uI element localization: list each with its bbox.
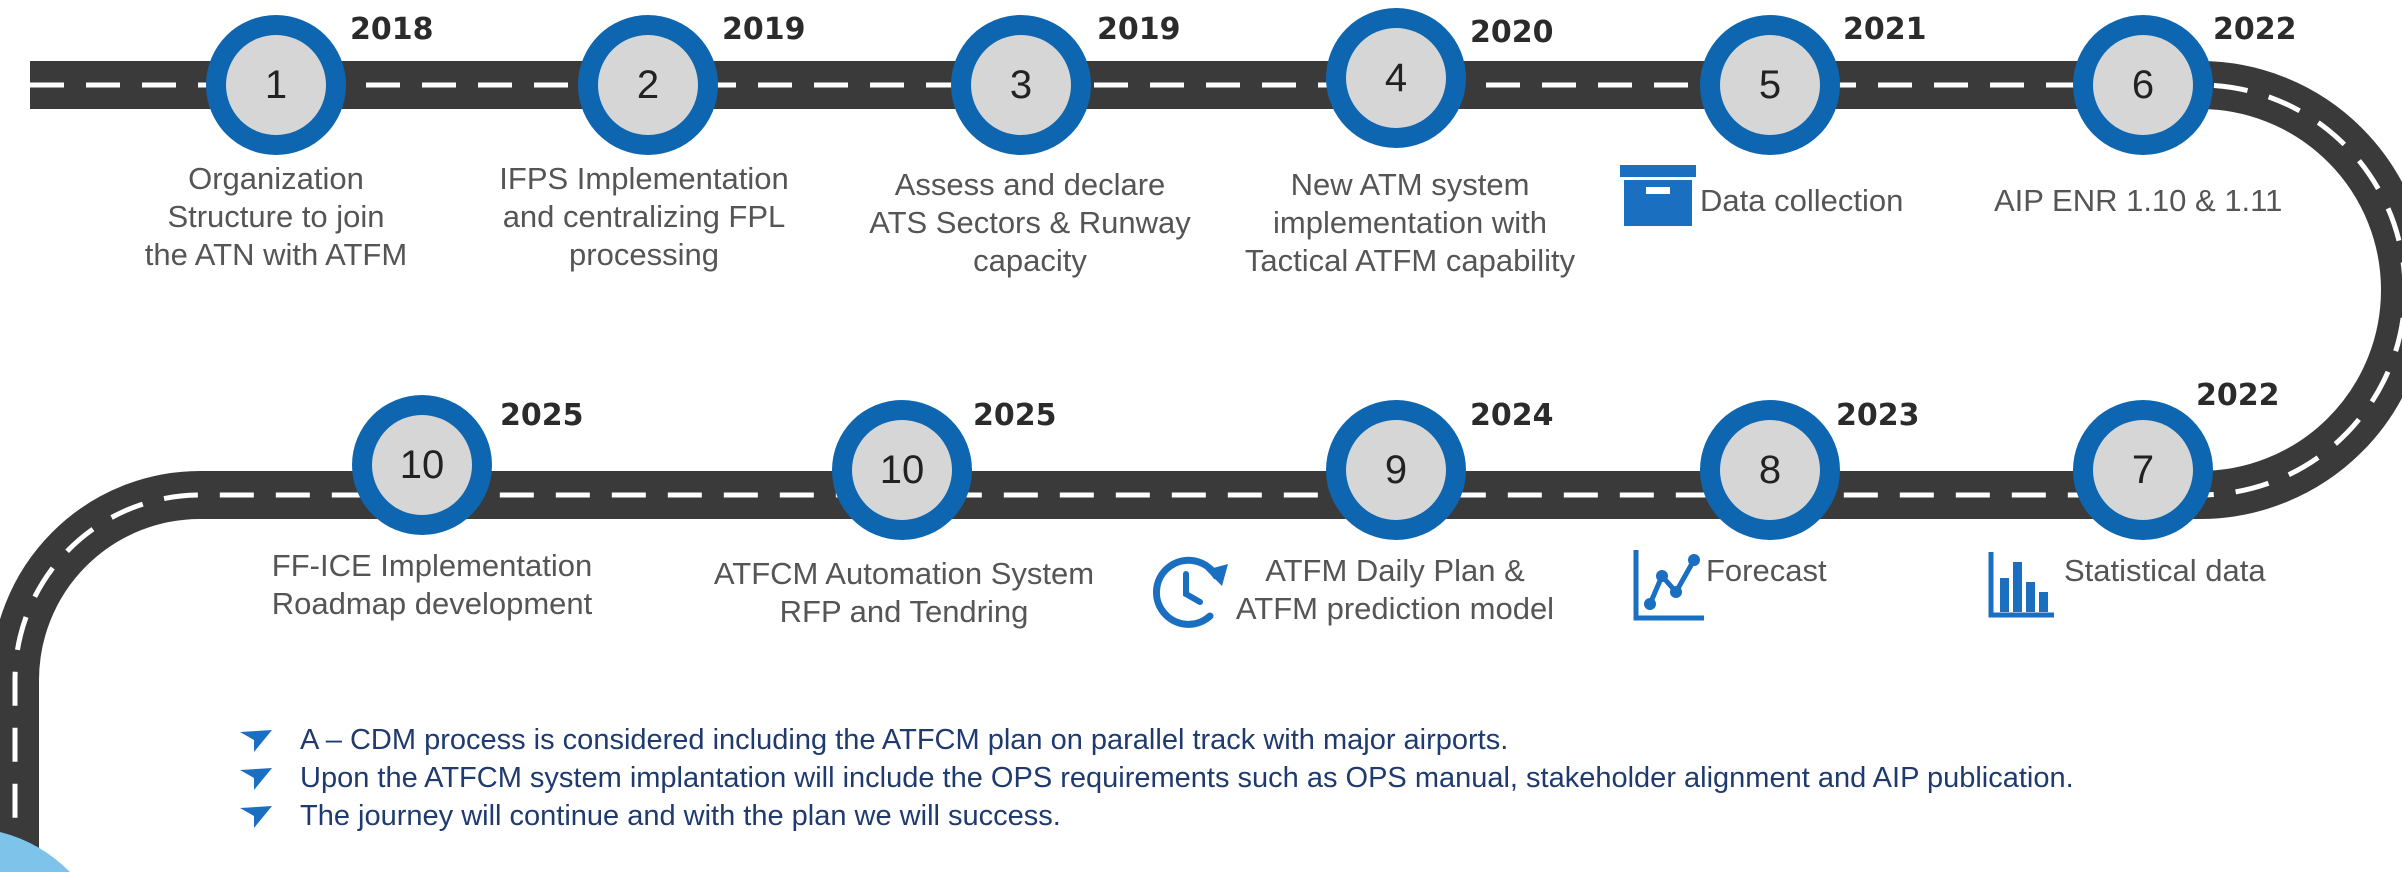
milestone-year: 2019 bbox=[722, 12, 806, 47]
arrow-bullet-icon bbox=[240, 806, 272, 828]
milestone-2-label: IFPS Implementation and centralizing FPL… bbox=[499, 161, 789, 272]
corner-swoosh bbox=[0, 832, 70, 872]
milestone-year: 2025 bbox=[973, 398, 1057, 433]
milestone-10b-circle: 10 bbox=[352, 395, 492, 535]
milestone-1-label: Organization Structure to join the ATN w… bbox=[144, 161, 408, 272]
milestone-9-circle: 9 bbox=[1326, 400, 1466, 540]
bar-chart-icon bbox=[1988, 552, 2054, 618]
milestone-4-label: New ATM system implementation with Tacti… bbox=[1244, 167, 1576, 278]
trend-line-icon bbox=[1633, 550, 1704, 621]
milestone-8-label: Forecast bbox=[1706, 553, 1827, 588]
milestone-9-label: ATFM Daily Plan & ATFM prediction model bbox=[1235, 553, 1555, 626]
milestone-2-circle: 2 bbox=[578, 15, 718, 155]
milestone-year: 2018 bbox=[350, 12, 434, 47]
milestone-number: 8 bbox=[1720, 420, 1820, 520]
milestone-number: 1 bbox=[226, 35, 326, 135]
milestone-7-circle: 7 bbox=[2073, 400, 2213, 540]
milestone-number: 9 bbox=[1346, 420, 1446, 520]
milestone-6-label: AIP ENR 1.10 & 1.11 bbox=[1994, 183, 2283, 218]
arrow-bullet-icon bbox=[240, 768, 272, 790]
milestone-number: 3 bbox=[971, 35, 1071, 135]
milestone-number: 10 bbox=[852, 420, 952, 520]
milestone-year: 2019 bbox=[1097, 12, 1181, 47]
milestone-number: 5 bbox=[1720, 35, 1820, 135]
milestone-4-circle: 4 bbox=[1326, 8, 1466, 148]
clock-refresh-icon bbox=[1152, 556, 1228, 628]
milestone-year: 2024 bbox=[1470, 398, 1554, 433]
milestone-year: 2023 bbox=[1836, 398, 1920, 433]
milestone-1-circle: 1 bbox=[206, 15, 346, 155]
milestone-number: 10 bbox=[372, 415, 472, 515]
milestone-10a-label: ATFCM Automation System RFP and Tendring bbox=[713, 556, 1095, 629]
note-item: The journey will continue and with the p… bbox=[230, 798, 2130, 834]
milestone-6-circle: 6 bbox=[2073, 15, 2213, 155]
arrow-bullet-icon bbox=[240, 730, 272, 752]
milestone-7-label: Statistical data bbox=[2064, 553, 2266, 588]
milestone-year: 2020 bbox=[1470, 15, 1554, 50]
milestone-year: 2022 bbox=[2213, 12, 2297, 47]
milestone-year: 2021 bbox=[1843, 12, 1927, 47]
milestone-number: 6 bbox=[2093, 35, 2193, 135]
note-item: A – CDM process is considered including … bbox=[230, 722, 2130, 758]
milestone-number: 2 bbox=[598, 35, 698, 135]
milestone-number: 7 bbox=[2093, 420, 2193, 520]
milestone-8-circle: 8 bbox=[1700, 400, 1840, 540]
milestone-10a-circle: 10 bbox=[832, 400, 972, 540]
milestone-5-label: Data collection bbox=[1700, 183, 1904, 218]
milestone-year: 2025 bbox=[500, 398, 584, 433]
notes-list: A – CDM process is considered including … bbox=[230, 722, 2130, 834]
note-item: Upon the ATFCM system implantation will … bbox=[230, 760, 2130, 796]
milestone-5-circle: 5 bbox=[1700, 15, 1840, 155]
archive-box-icon bbox=[1620, 165, 1696, 226]
milestone-number: 4 bbox=[1346, 28, 1446, 128]
milestone-3-label: Assess and declare ATS Sectors & Runway … bbox=[869, 167, 1191, 278]
milestone-10b-label: FF-ICE Implementation Roadmap developmen… bbox=[271, 548, 593, 621]
milestone-year: 2022 bbox=[2196, 378, 2280, 413]
milestone-3-circle: 3 bbox=[951, 15, 1091, 155]
